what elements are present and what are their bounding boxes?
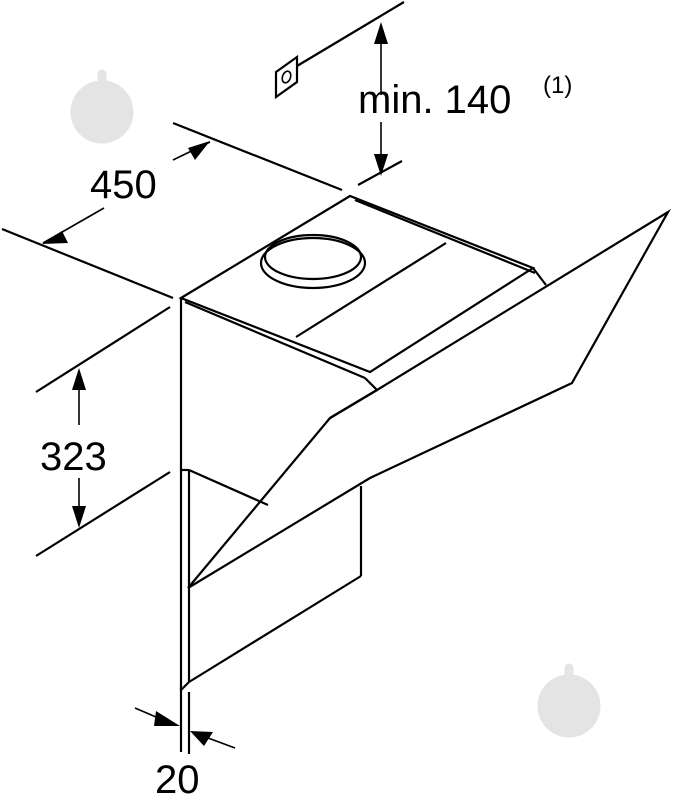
dimension-min-140: min. 140 (1) bbox=[357, 22, 572, 186]
thickness-20-label: 20 bbox=[155, 758, 200, 800]
wall-outlet-icon bbox=[274, 1, 405, 100]
dimension-323: 323 bbox=[35, 306, 171, 557]
watermark-icon-top-left bbox=[70, 69, 134, 144]
hood-body bbox=[178, 194, 672, 691]
depth-450-label: 450 bbox=[90, 163, 157, 207]
height-323-label: 323 bbox=[40, 435, 107, 479]
footnote-marker: (1) bbox=[543, 72, 572, 99]
dimension-20: 20 bbox=[134, 688, 236, 800]
dimension-450: 450 bbox=[1, 121, 343, 300]
min-140-label: min. 140 bbox=[358, 78, 511, 122]
watermark-icon-bottom-right bbox=[537, 663, 601, 738]
